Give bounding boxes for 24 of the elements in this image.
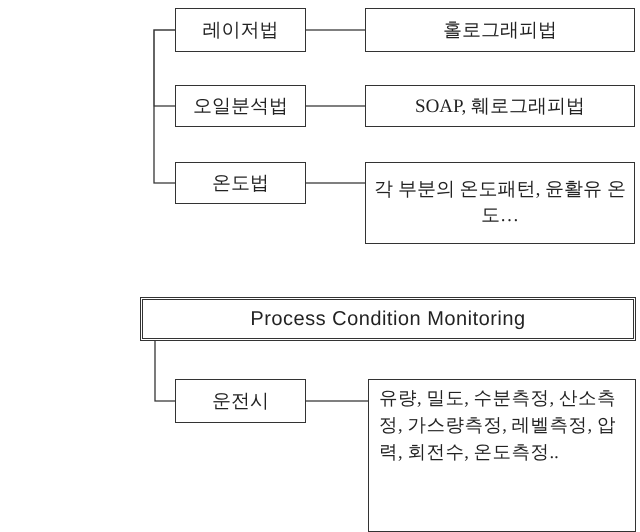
connector-line: [154, 341, 175, 402]
technique-box: [365, 85, 635, 127]
title-box: [140, 297, 636, 341]
node-label: 각 부분의 온도패턴, 윤활유 온도…: [373, 178, 627, 228]
method-box: [175, 162, 306, 204]
node-label: 홀로그래피법: [443, 19, 557, 43]
connector-line: [306, 29, 365, 31]
connector-line: [306, 105, 365, 107]
technique-box: [365, 8, 635, 52]
node-label: 온도법: [212, 172, 269, 196]
node-label: 유량, 밀도, 수분측정, 산소측정, 가스량측정, 레벨측정, 압력, 회전수, 온도측정..: [379, 388, 617, 465]
node-label: SOAP, 훼로그래피법: [415, 95, 585, 119]
node-label: 레이저법: [202, 19, 278, 43]
measurement-box: [368, 379, 636, 532]
technique-box: [365, 162, 635, 244]
condition-box: [175, 379, 306, 423]
connector-line: [306, 182, 365, 184]
method-box: [175, 85, 306, 127]
node-label: Process Condition Monitoring: [250, 308, 526, 330]
connector-line: [306, 400, 368, 402]
method-box: [175, 8, 306, 52]
node-label: 오일분석법: [193, 95, 288, 119]
connector-line: [153, 29, 175, 184]
node-label: 운전시: [212, 390, 269, 414]
